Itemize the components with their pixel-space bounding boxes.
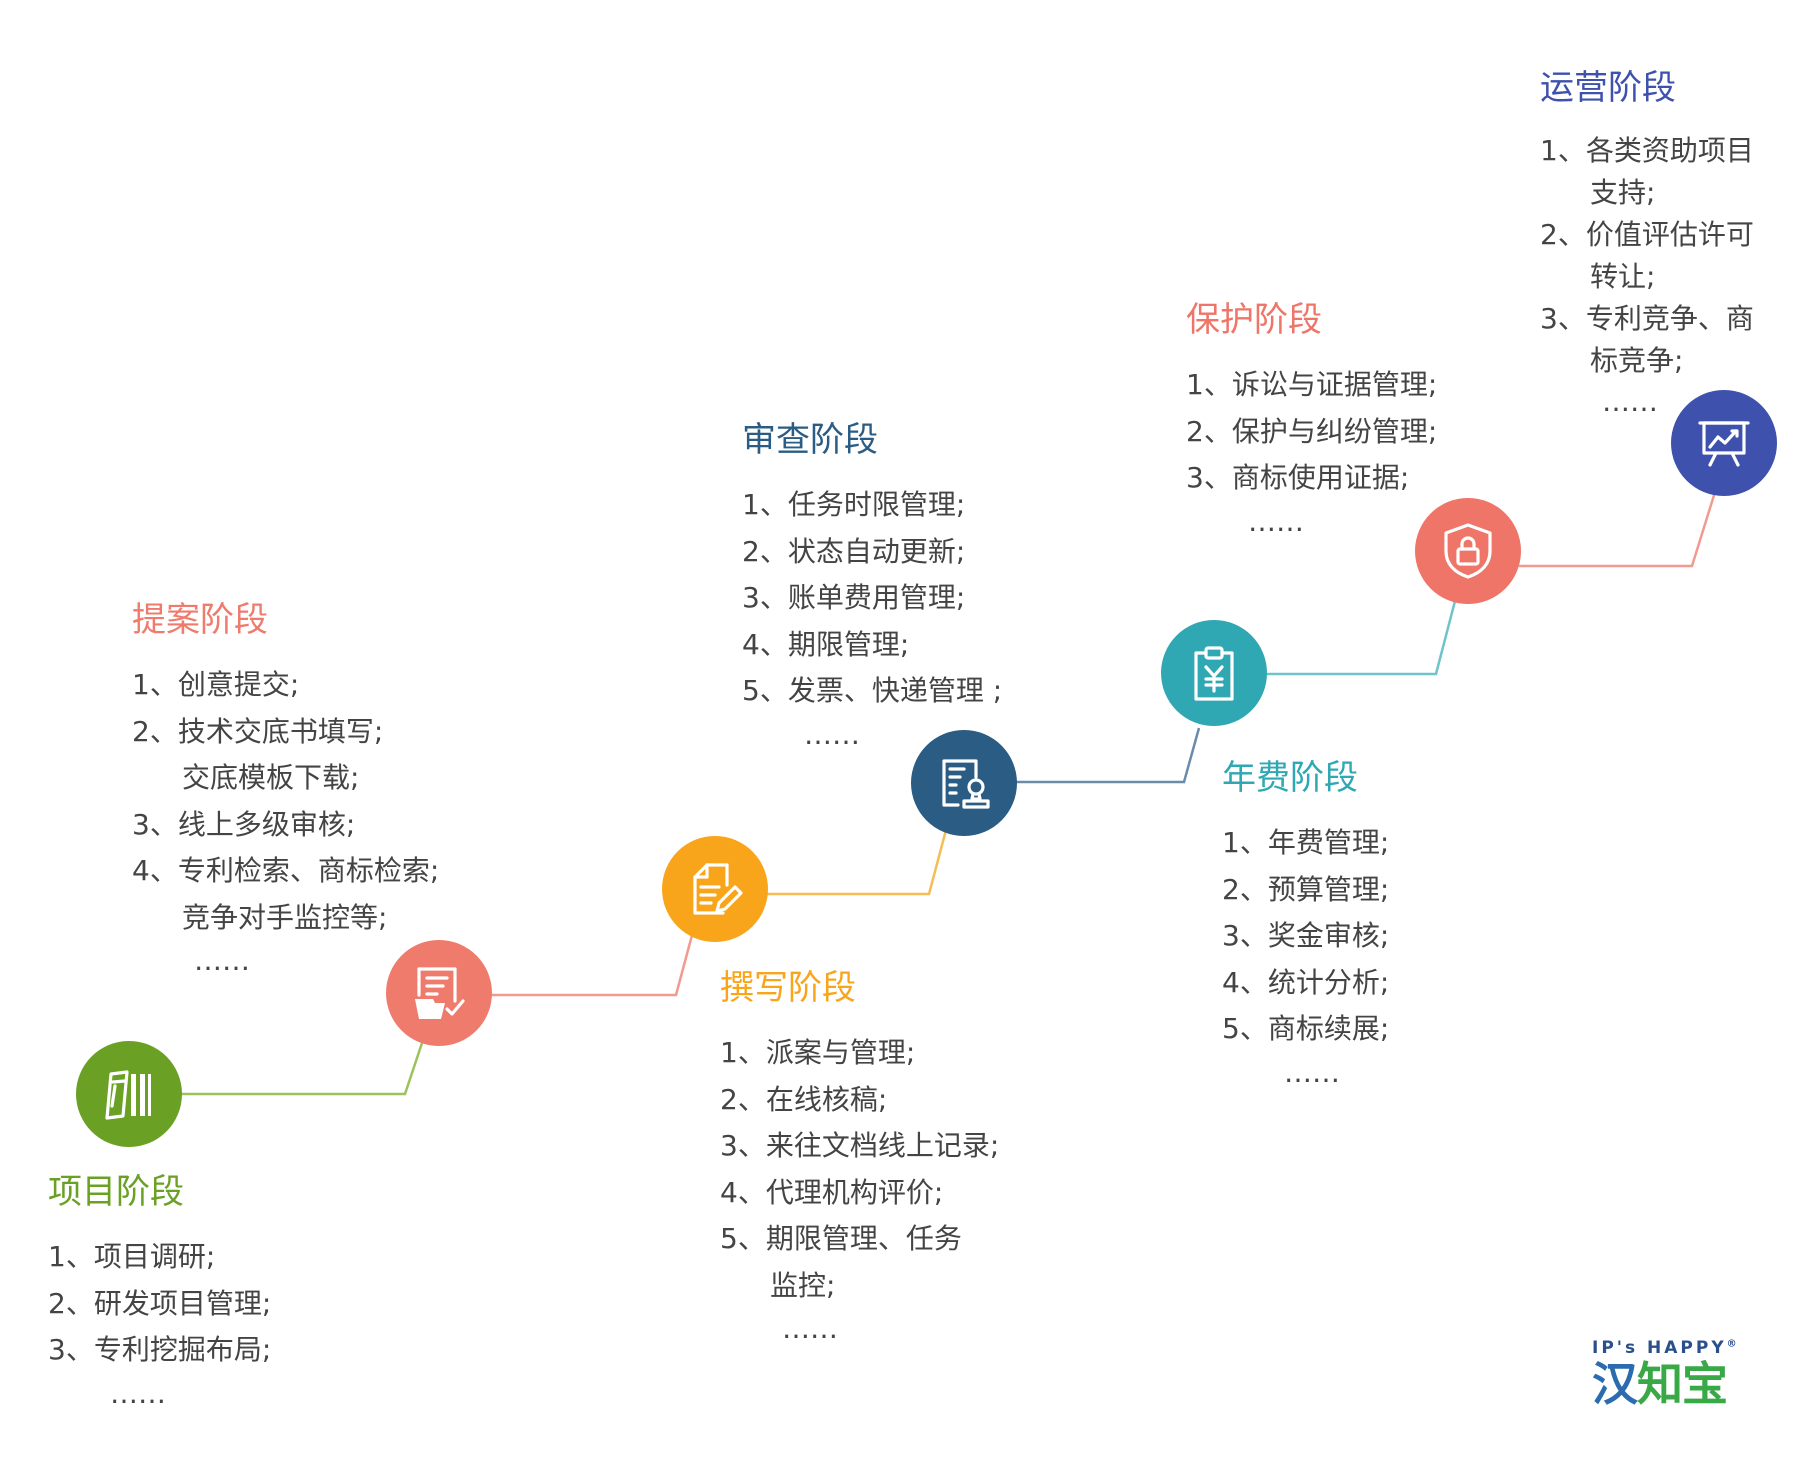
stage-shencha: 审查阶段 1、任务时限管理; 2、状态自动更新; 3、账单费用管理; 4、期限管… <box>742 420 1002 755</box>
stage-title-zhuanxie: 撰写阶段 <box>720 968 856 1008</box>
node-tian <box>386 940 492 1046</box>
list-item: 3、专利挖掘布局; <box>48 1333 272 1366</box>
connector-baohu-yunying <box>1519 491 1717 568</box>
list-item: 2、保护与纠纷管理; <box>1186 414 1438 448</box>
list-item: 4、专利检索、商标检索; <box>132 854 440 887</box>
connector-shencha-nianfei <box>1016 727 1201 784</box>
list-item: 1、创意提交; <box>132 668 300 701</box>
stage-tian: 提案阶段 1、创意提交; 2、技术交底书填写; 交底模板下载; 3、线上多级审核… <box>132 600 439 981</box>
document-check-icon <box>415 967 465 1019</box>
stage-items-baohu: 1、诉讼与证据管理; 2、保护与纠纷管理; 3、商标使用证据; …… <box>1186 362 1437 542</box>
ellipsis: …… <box>782 1312 838 1345</box>
node-nianfei <box>1161 620 1267 726</box>
node-zhuanxie <box>662 836 768 942</box>
registered-mark: ® <box>1726 1338 1740 1350</box>
list-item: 交底模板下载; <box>182 761 360 794</box>
list-item: 1、项目调研; <box>48 1240 216 1273</box>
logo-tagline: IP's HAPPY® <box>1592 1338 1774 1358</box>
list-item: 1、年费管理; <box>1222 826 1390 859</box>
ellipsis: …… <box>1602 385 1658 418</box>
stage-xiangmu: 项目阶段 1、项目调研; 2、研发项目管理; 3、专利挖掘布局; …… <box>48 1172 271 1414</box>
list-item: 4、期限管理; <box>742 627 910 661</box>
logo-mark-a: 汉 <box>1592 1357 1638 1411</box>
stage-title-nianfei: 年费阶段 <box>1222 758 1358 798</box>
list-item: 2、预算管理; <box>1222 872 1390 906</box>
stage-zhuanxie: 撰写阶段 1、派案与管理; 2、在线核稿; 3、来往文档线上记录; 4、代理机构… <box>720 968 999 1349</box>
list-item: 4、代理机构评价; <box>720 1175 944 1209</box>
list-item: 支持; <box>1590 176 1656 209</box>
list-item: 3、奖金审核; <box>1222 919 1390 952</box>
list-item: 5、发票、快递管理 ; <box>742 674 1003 707</box>
list-item: 转让; <box>1590 260 1656 293</box>
list-item: 竞争对手监控等; <box>182 900 388 934</box>
stage-yunying: 运营阶段 1、各类资助项目 支持; 2、价值评估许可 转让; 3、专利竞争、商 … <box>1540 68 1754 422</box>
connector-nianfei-baohu <box>1260 600 1457 676</box>
presentation-chart-icon <box>1698 421 1750 467</box>
document-pen-icon <box>693 863 743 915</box>
stage-items-xiangmu: 1、项目调研; 2、研发项目管理; 3、专利挖掘布局; …… <box>48 1234 271 1414</box>
list-item: 3、账单费用管理; <box>742 581 966 614</box>
books-icon <box>105 1070 151 1120</box>
document-stamp-icon <box>942 759 990 809</box>
list-item: 2、在线核稿; <box>720 1082 888 1116</box>
stage-items-nianfei: 1、年费管理; 2、预算管理; 3、奖金审核; 4、统计分析; 5、商标续展; … <box>1222 820 1389 1093</box>
stage-items-zhuanxie: 1、派案与管理; 2、在线核稿; 3、来往文档线上记录; 4、代理机构评价; 5… <box>720 1030 999 1349</box>
stage-items-yunying: 1、各类资助项目 支持; 2、价值评估许可 转让; 3、专利竞争、商 标竞争; … <box>1540 130 1754 422</box>
list-item: 1、各类资助项目 <box>1540 134 1754 167</box>
list-item: 5、期限管理、任务 <box>720 1222 962 1255</box>
stage-title-yunying: 运营阶段 <box>1540 68 1676 108</box>
connector-xiangmu-tian <box>154 1033 427 1096</box>
ellipsis: …… <box>1248 504 1304 538</box>
stage-baohu: 保护阶段 1、诉讼与证据管理; 2、保护与纠纷管理; 3、商标使用证据; …… <box>1186 300 1437 542</box>
list-item: 1、派案与管理; <box>720 1036 916 1069</box>
stage-title-shencha: 审查阶段 <box>742 420 878 460</box>
list-item: 4、统计分析; <box>1222 965 1390 999</box>
stage-items-tian: 1、创意提交; 2、技术交底书填写; 交底模板下载; 3、线上多级审核; 4、专… <box>132 662 439 981</box>
list-item: 3、线上多级审核; <box>132 807 356 841</box>
list-item: 1、诉讼与证据管理; <box>1186 368 1438 401</box>
connector-tian-zhuanxie <box>481 923 697 997</box>
stage-title-tian: 提案阶段 <box>132 600 268 640</box>
stage-title-baohu: 保护阶段 <box>1186 300 1322 340</box>
brand-logo: IP's HAPPY® 汉知宝 <box>1592 1338 1774 1410</box>
stage-title-xiangmu: 项目阶段 <box>48 1172 184 1212</box>
logo-tagline-text: IP's HAPPY <box>1592 1338 1727 1358</box>
stage-items-shencha: 1、任务时限管理; 2、状态自动更新; 3、账单费用管理; 4、期限管理; 5、… <box>742 482 1002 755</box>
node-shencha <box>911 730 1017 836</box>
ellipsis: …… <box>110 1376 166 1410</box>
list-item: 1、任务时限管理; <box>742 488 966 521</box>
connector-zhuanxie-shencha <box>758 829 948 896</box>
node-xiangmu <box>76 1041 182 1147</box>
list-item: 2、状态自动更新; <box>742 534 966 568</box>
logo-mark-b: 知宝 <box>1637 1357 1728 1411</box>
stage-nianfei: 年费阶段 1、年费管理; 2、预算管理; 3、奖金审核; 4、统计分析; 5、商… <box>1222 758 1389 1093</box>
list-item: 3、专利竞争、商 <box>1540 302 1754 335</box>
list-item: 2、研发项目管理; <box>48 1286 272 1320</box>
ellipsis: …… <box>804 717 860 751</box>
logo-wordmark: 汉知宝 <box>1592 1358 1774 1410</box>
node-yunying <box>1671 390 1777 496</box>
clipboard-yen-icon <box>1194 646 1234 701</box>
list-item: 3、来往文档线上记录; <box>720 1129 1000 1162</box>
list-item: 标竞争; <box>1590 344 1684 377</box>
ellipsis: …… <box>1284 1055 1340 1089</box>
node-baohu <box>1415 498 1521 604</box>
list-item: 3、商标使用证据; <box>1186 461 1410 494</box>
list-item: 2、技术交底书填写; <box>132 714 384 748</box>
list-item: 5、商标续展; <box>1222 1012 1390 1045</box>
ellipsis: …… <box>194 944 250 977</box>
list-item: 2、价值评估许可 <box>1540 218 1754 251</box>
list-item: 监控; <box>770 1268 836 1302</box>
shield-lock-icon <box>1444 523 1492 579</box>
